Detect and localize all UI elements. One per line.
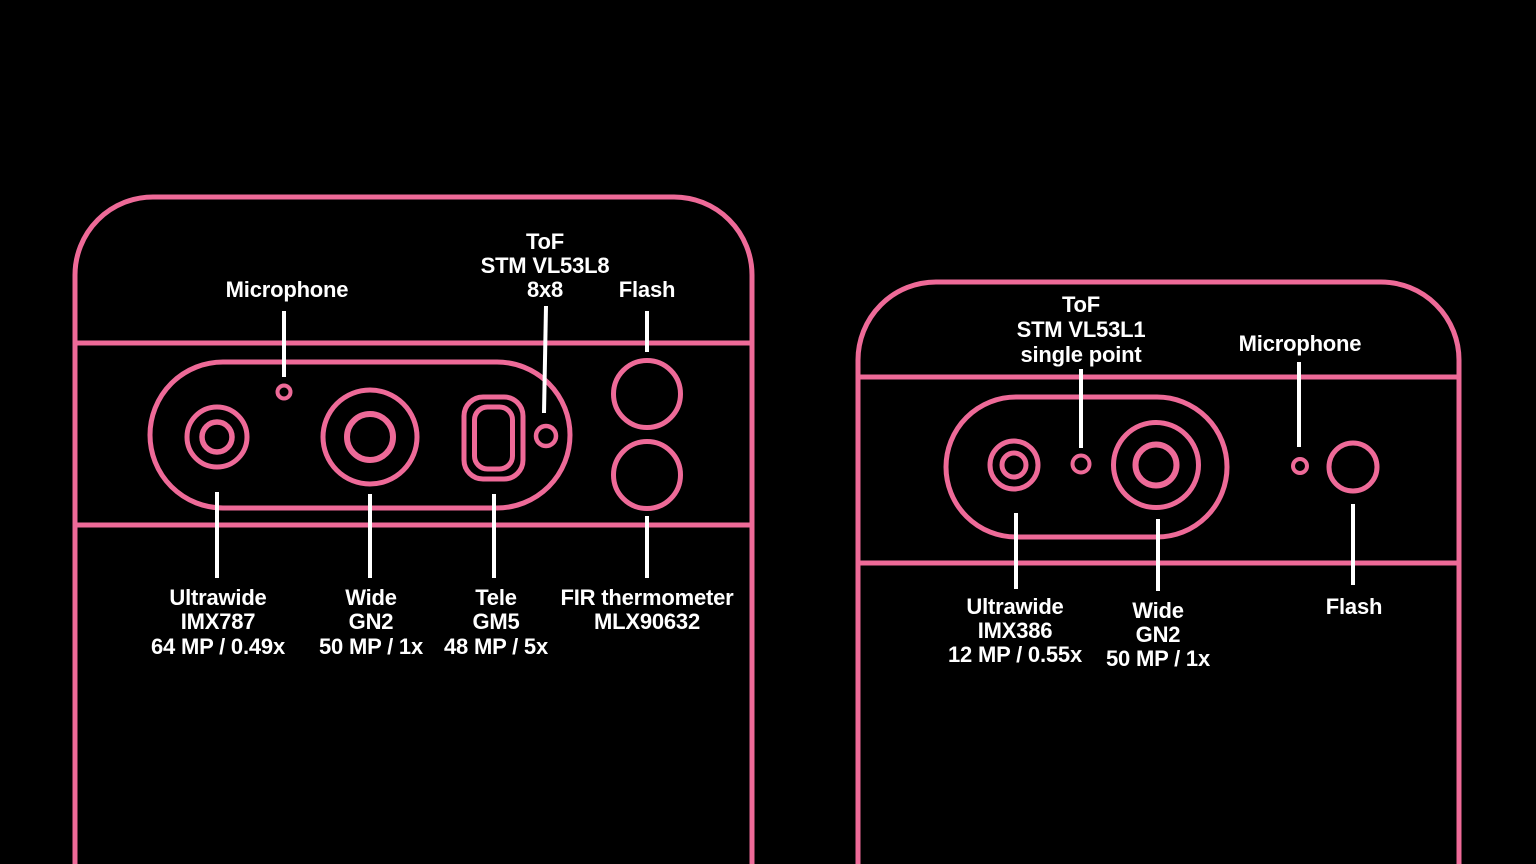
- left-microphone-label: Microphone: [226, 277, 349, 302]
- left-microphone-hole: [275, 383, 293, 401]
- left-tof-leader-line: [542, 305, 548, 414]
- left-tof-label-line-2: STM VL53L8: [481, 253, 610, 278]
- left-tof-sensor: [533, 423, 559, 449]
- right-tof-label-line-1: ToF: [1062, 292, 1100, 317]
- right-wide-label-line-3: 50 MP / 1x: [1106, 646, 1211, 671]
- right-ultrawide-label-line-1: Ultrawide: [966, 594, 1063, 619]
- right-tof-sensor: [1070, 453, 1092, 475]
- right-wide-label-line-1: Wide: [1132, 598, 1184, 623]
- left-tele-label-line-3: 48 MP / 5x: [444, 634, 549, 659]
- left-ultrawide-outer-ring: [184, 404, 250, 470]
- left-phone-outline: [72, 194, 755, 864]
- left-tof-label-line-1: ToF: [526, 229, 564, 254]
- left-flash-label: Flash: [619, 277, 675, 302]
- left-tele-lens: [472, 404, 515, 472]
- left-fir-thermometer-circle: [611, 439, 683, 511]
- right-wide-outer-ring: [1111, 420, 1201, 510]
- right-tof-label-line-2: STM VL53L1: [1017, 317, 1146, 342]
- right-wide-label-line-2: GN2: [1136, 622, 1181, 647]
- right-microphone-label: Microphone: [1239, 331, 1362, 356]
- right-wide-lens: [1132, 441, 1180, 489]
- left-phone: Microphone ToF STM VL53L8 8x8 Flash Ultr…: [72, 194, 755, 864]
- left-tof-label-line-3: 8x8: [527, 277, 563, 302]
- left-camera-pill: [147, 359, 573, 511]
- left-ultrawide-label-line-1: Ultrawide: [169, 585, 266, 610]
- right-tof-label-line-3: single point: [1020, 342, 1142, 367]
- right-phone-outline: [855, 279, 1462, 864]
- left-wide-label-line-2: GN2: [349, 609, 394, 634]
- right-phone: ToF STM VL53L1 single point Microphone U…: [855, 279, 1462, 864]
- right-flash-circle: [1326, 440, 1380, 494]
- left-ultrawide-label-line-2: IMX787: [181, 609, 256, 634]
- right-ultrawide-label-line-3: 12 MP / 0.55x: [948, 642, 1083, 667]
- right-microphone-hole: [1291, 457, 1309, 475]
- left-fir-label-line-1: FIR thermometer: [560, 585, 734, 610]
- right-camera-pill: [943, 394, 1230, 540]
- left-flash-circle: [611, 358, 683, 430]
- right-ultrawide-lens: [999, 450, 1029, 480]
- left-wide-label-line-1: Wide: [345, 585, 397, 610]
- left-fir-label-line-2: MLX90632: [594, 609, 700, 634]
- left-ultrawide-lens: [199, 419, 235, 455]
- right-ultrawide-outer-ring: [987, 438, 1041, 492]
- right-ultrawide-label-line-2: IMX386: [978, 618, 1053, 643]
- left-wide-outer-ring: [320, 387, 420, 487]
- left-ultrawide-label-line-3: 64 MP / 0.49x: [151, 634, 286, 659]
- left-tele-label-line-1: Tele: [475, 585, 517, 610]
- left-tele-label-line-2: GM5: [472, 609, 519, 634]
- left-wide-lens: [344, 411, 396, 463]
- right-flash-label: Flash: [1326, 594, 1382, 619]
- left-tele-outer-bezel: [461, 394, 526, 482]
- left-wide-label-line-3: 50 MP / 1x: [319, 634, 424, 659]
